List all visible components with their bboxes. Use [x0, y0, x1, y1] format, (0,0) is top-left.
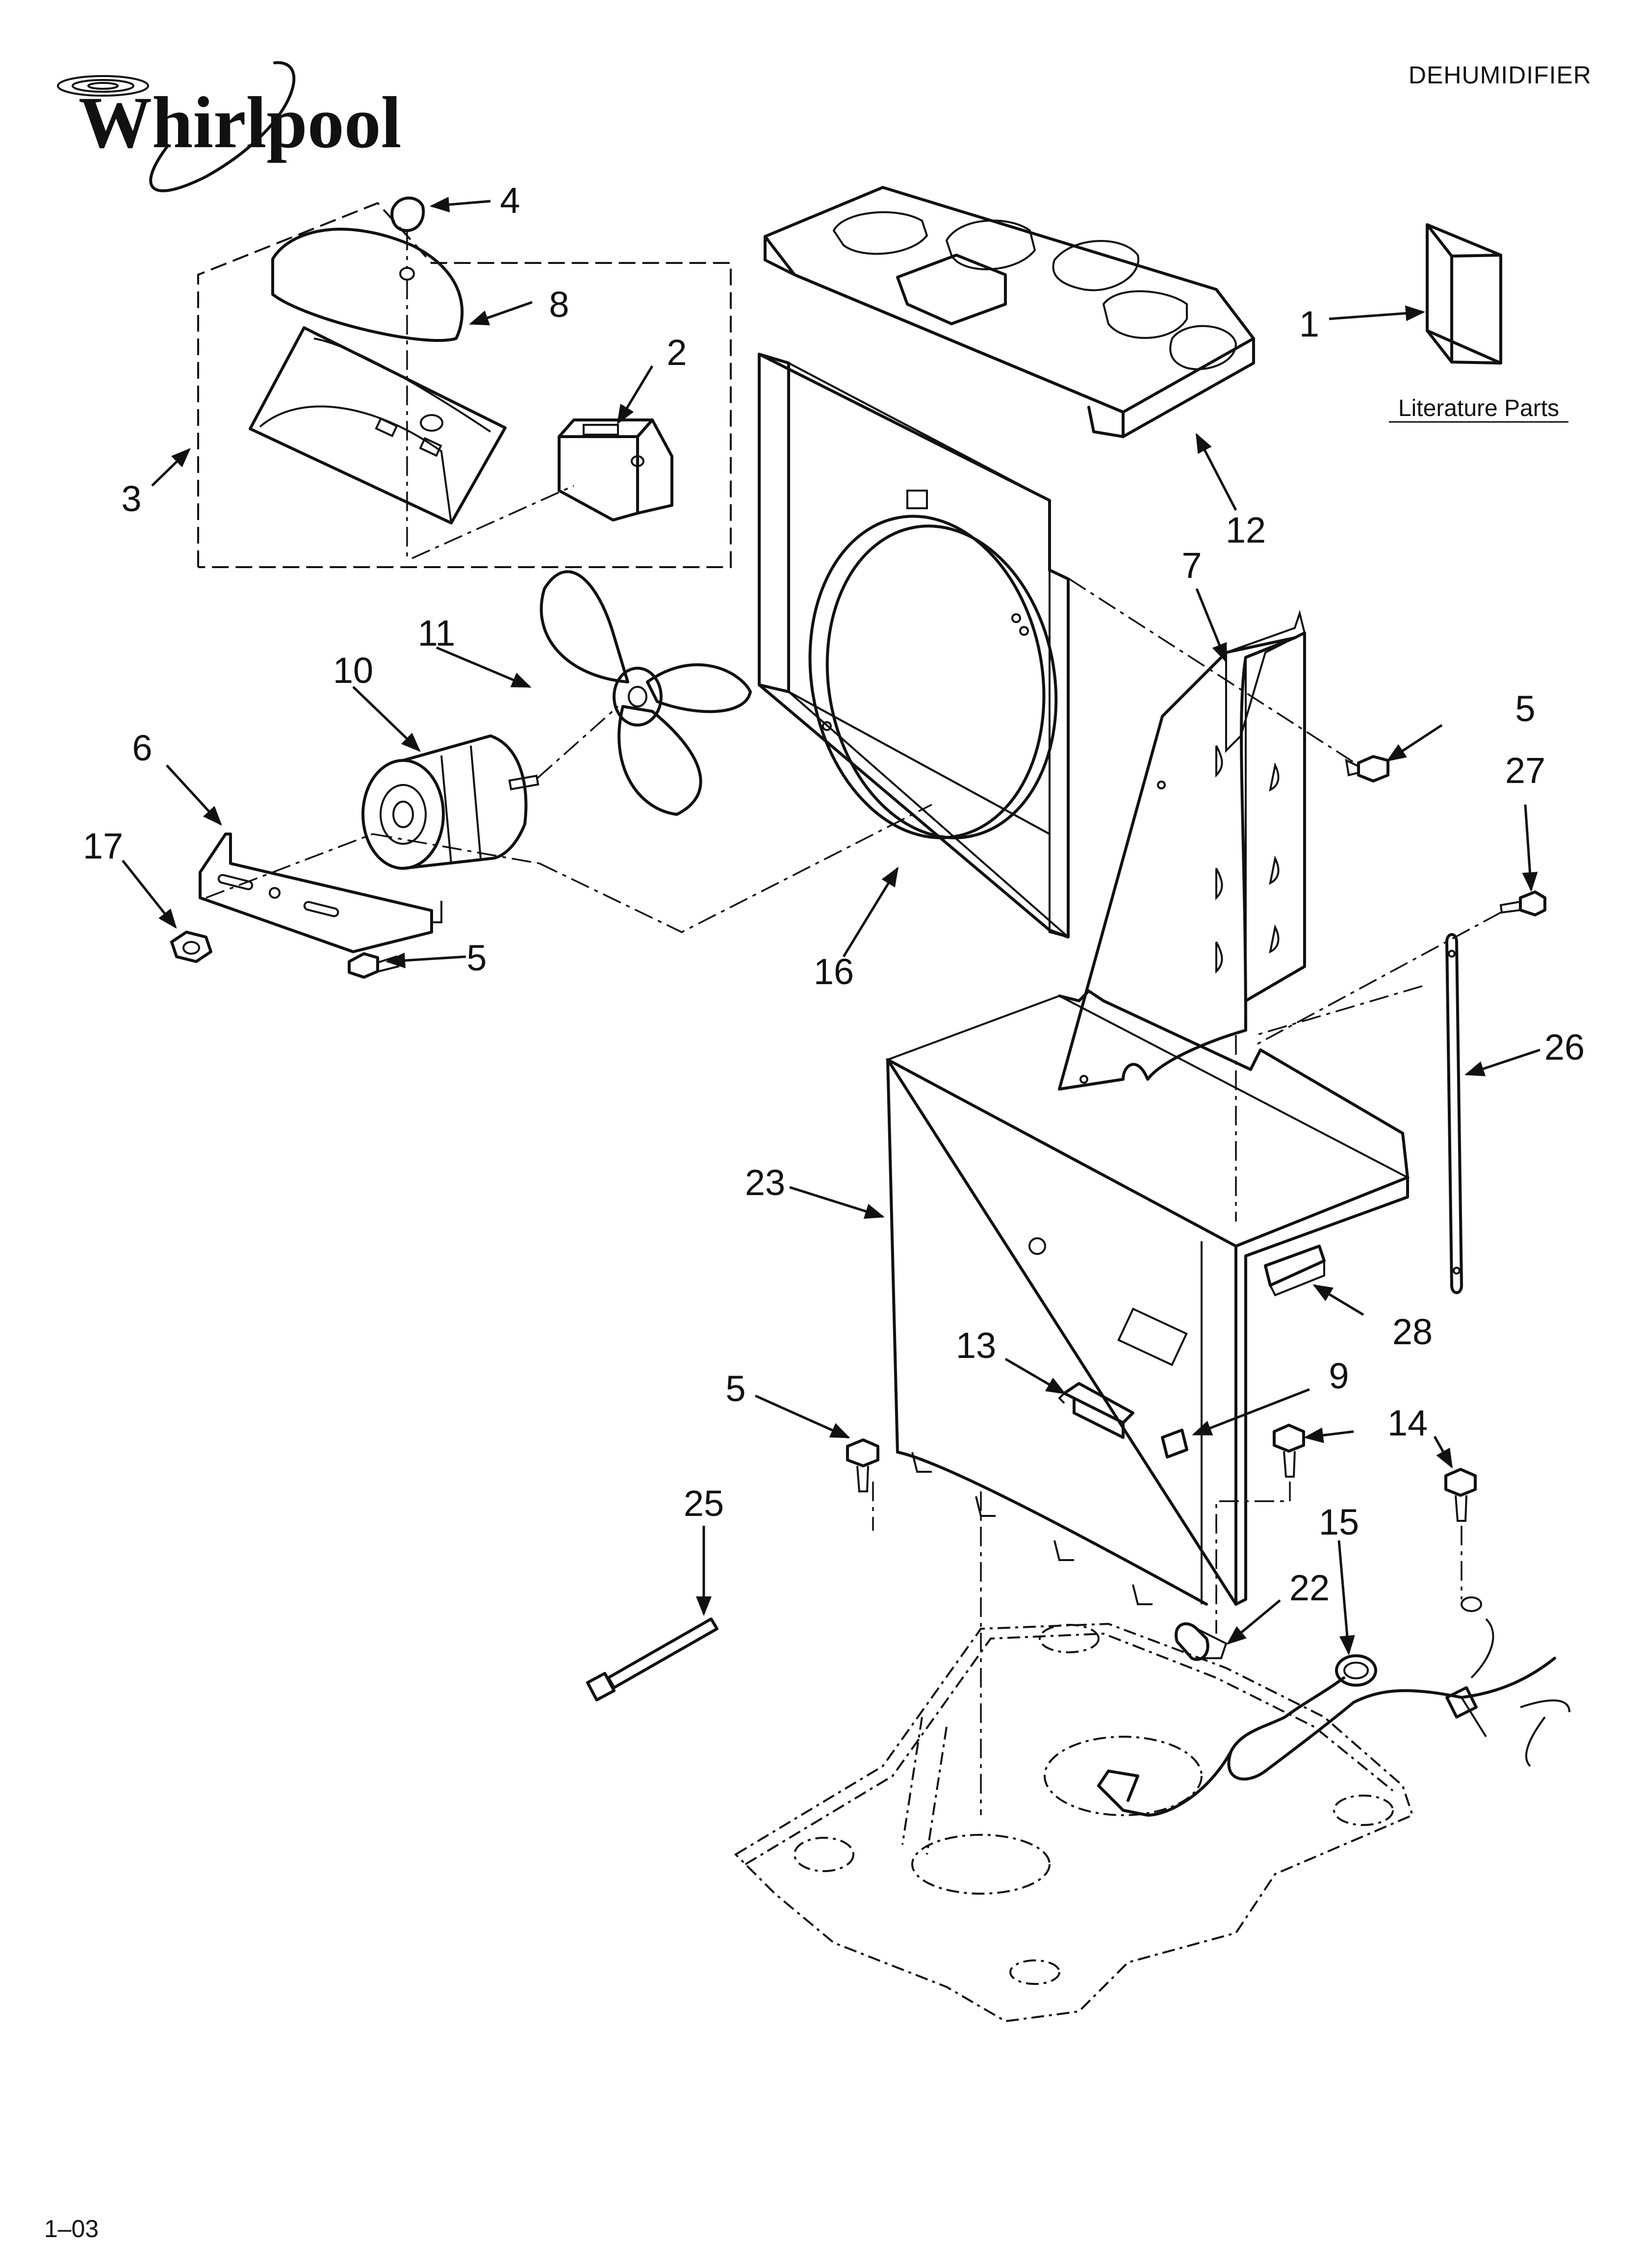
callout-2: 2 — [667, 332, 687, 373]
part-cable-tie — [586, 1617, 718, 1702]
callout-23: 23 — [745, 1162, 785, 1203]
leader-lines — [122, 197, 1540, 1655]
logo-orbit-icon — [149, 61, 296, 192]
callout-14: 14 — [1387, 1403, 1428, 1443]
whirlpool-logo: Whirlpool — [57, 61, 401, 192]
part-selector-switch — [411, 418, 673, 559]
part-screw-27 — [1255, 890, 1546, 1046]
part-screw-top — [1069, 578, 1389, 782]
callout-12: 12 — [1226, 510, 1266, 550]
part-control-cover — [271, 228, 464, 342]
logo-swirl-icon — [57, 75, 149, 97]
part-humidity-sensor — [1058, 1382, 1134, 1439]
part-top-grille — [764, 186, 1255, 438]
part-motor-bracket — [199, 804, 932, 953]
callout-3: 3 — [121, 478, 141, 519]
part-base-pan-phantom — [734, 1482, 1414, 2023]
part-control-knob — [390, 196, 425, 267]
callout-13: 13 — [956, 1325, 996, 1366]
brand-name: Whirlpool — [78, 82, 401, 163]
callout-5-bracket: 5 — [466, 938, 487, 978]
callout-16: 16 — [814, 951, 854, 992]
callout-17: 17 — [83, 826, 123, 866]
callout-26: 26 — [1544, 1027, 1585, 1068]
part-screw-bracket — [348, 952, 400, 979]
callout-28: 28 — [1392, 1311, 1433, 1352]
part-ground-screw — [1215, 1424, 1305, 1634]
part-power-cord — [1097, 1596, 1570, 1817]
part-screw-front — [846, 1438, 879, 1492]
callout-27: 27 — [1505, 750, 1545, 791]
callout-10: 10 — [333, 650, 373, 691]
part-orifice-frame — [758, 353, 1070, 938]
callout-4: 4 — [500, 180, 520, 221]
part-sensor-clip — [1161, 1429, 1188, 1459]
callout-25: 25 — [684, 1483, 724, 1524]
callout-5-front: 5 — [725, 1368, 745, 1409]
part-control-housing — [249, 280, 507, 559]
part-side-strip — [1255, 933, 1463, 1294]
page-title: DEHUMIDIFIER — [1409, 61, 1591, 89]
callout-1: 1 — [1299, 304, 1319, 344]
part-baffle-panel — [1058, 609, 1306, 1091]
callout-11: 11 — [418, 613, 456, 653]
callout-7: 7 — [1181, 545, 1202, 586]
part-literature-booklet — [1426, 223, 1502, 365]
callout-22: 22 — [1289, 1567, 1330, 1608]
literature-parts-label: Literature Parts — [1398, 395, 1559, 421]
footer-code: 1–03 — [44, 2215, 99, 2242]
callout-5-top: 5 — [1515, 688, 1535, 729]
callout-numbers: 1 2 3 4 5 5 5 6 7 8 9 10 11 12 13 14 15 … — [83, 180, 1585, 1608]
callout-6: 6 — [132, 728, 152, 768]
callout-15: 15 — [1319, 1502, 1359, 1542]
control-assembly-boundary — [197, 202, 732, 568]
part-hex-nut — [170, 931, 212, 963]
callout-9: 9 — [1329, 1356, 1349, 1396]
part-screw-14 — [1444, 1468, 1477, 1599]
part-retaining-clip — [1264, 1245, 1326, 1297]
part-fan-blade — [539, 570, 752, 816]
part-ground-strap — [1175, 1622, 1228, 1661]
callout-8: 8 — [549, 284, 569, 325]
part-cabinet — [885, 990, 1410, 1606]
part-fan-motor — [361, 705, 619, 870]
